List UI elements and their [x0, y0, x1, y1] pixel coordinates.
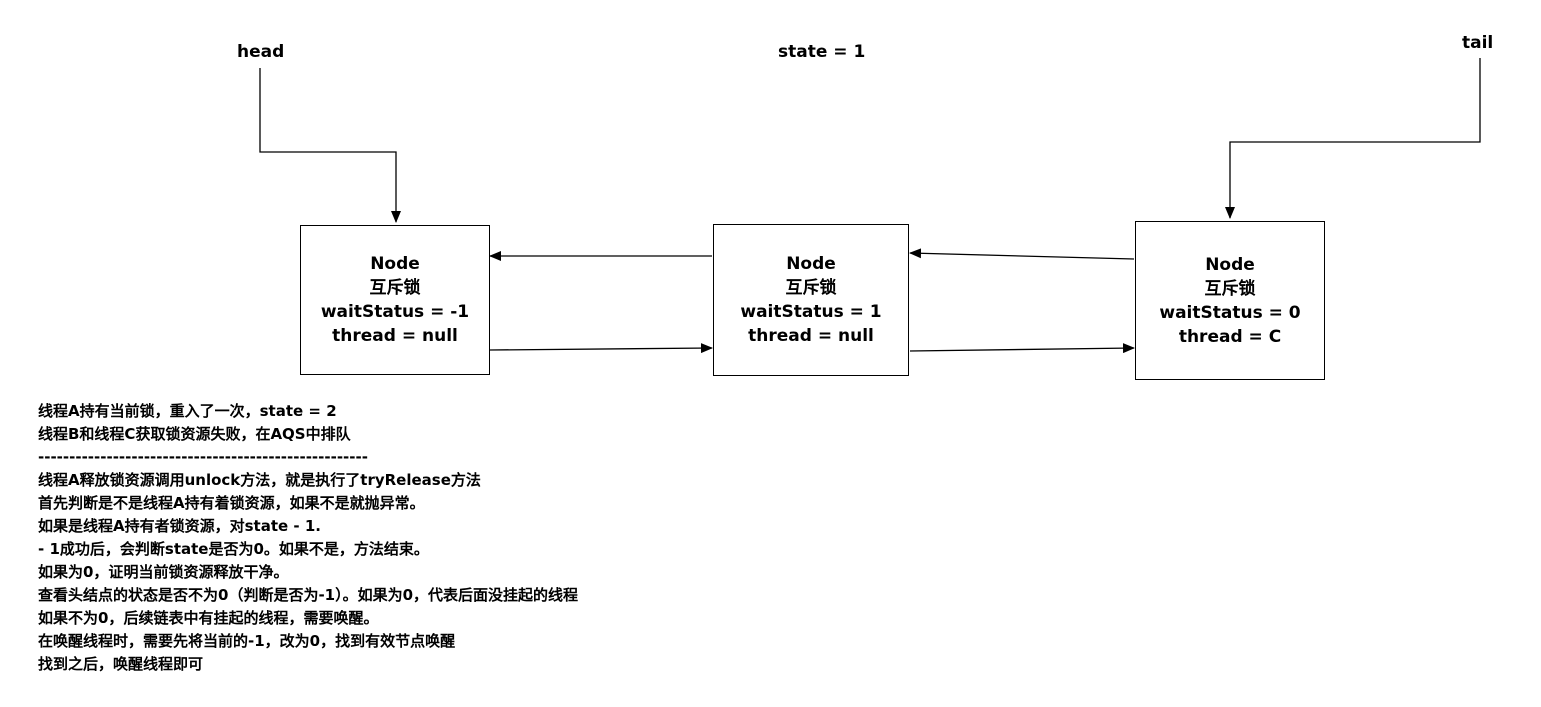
note-line: 线程A持有当前锁，重入了一次，state = 2 — [38, 402, 337, 420]
node-title: Node — [786, 254, 836, 274]
note-line: 线程A释放锁资源调用unlock方法，就是执行了tryRelease方法 — [38, 471, 481, 489]
node-wait-status: waitStatus = 1 — [740, 302, 882, 322]
node-1: Node 互斥锁 waitStatus = -1 thread = null — [300, 225, 490, 375]
node-wait-status: waitStatus = 0 — [1159, 302, 1301, 323]
node-lock-type: 互斥锁 — [785, 278, 837, 298]
head-pointer-arrow — [259, 68, 401, 223]
separator-line: ----------------------------------------… — [38, 448, 368, 466]
notes-block: 线程A持有当前锁，重入了一次，state = 2 线程B和线程C获取锁资源失败，… — [38, 400, 578, 676]
node-lock-type: 互斥锁 — [369, 278, 421, 298]
note-line: 在唤醒线程时，需要先将当前的-1，改为0，找到有效节点唤醒 — [38, 632, 456, 650]
note-line: 如果为0，证明当前锁资源释放干净。 — [38, 563, 289, 581]
note-line: 首先判断是不是线程A持有着锁资源，如果不是就抛异常。 — [38, 494, 425, 512]
node-title: Node — [1205, 254, 1255, 275]
node-lock-type: 互斥锁 — [1204, 278, 1256, 299]
node-wait-status: waitStatus = -1 — [320, 302, 470, 322]
note-line: 如果是线程A持有者锁资源，对state - 1. — [38, 517, 321, 535]
next-arrow-node1-to-node2 — [489, 343, 713, 354]
prev-arrow-node3-to-node2 — [909, 248, 1135, 260]
node-thread: thread = C — [1178, 326, 1282, 347]
head-label: head — [237, 42, 285, 62]
node-thread: thread = null — [748, 326, 874, 346]
node-2: Node 互斥锁 waitStatus = 1 thread = null — [713, 224, 909, 376]
node-title: Node — [370, 254, 420, 274]
node-thread: thread = null — [332, 326, 458, 346]
note-line: 如果不为0，后续链表中有挂起的线程，需要唤醒。 — [38, 609, 379, 627]
note-line: 线程B和线程C获取锁资源失败，在AQS中排队 — [38, 425, 351, 443]
state-label: state = 1 — [778, 42, 866, 62]
note-line: - 1成功后，会判断state是否为0。如果不是，方法结束。 — [38, 540, 429, 558]
note-line: 查看头结点的状态是否不为0（判断是否为-1）。如果为0，代表后面没挂起的线程 — [38, 586, 579, 604]
tail-pointer-arrow — [1225, 58, 1481, 219]
note-line: 找到之后，唤醒线程即可 — [38, 655, 204, 673]
node-3: Node 互斥锁 waitStatus = 0 thread = C — [1135, 221, 1325, 380]
tail-label: tail — [1462, 33, 1494, 53]
next-arrow-node2-to-node3 — [909, 343, 1135, 354]
